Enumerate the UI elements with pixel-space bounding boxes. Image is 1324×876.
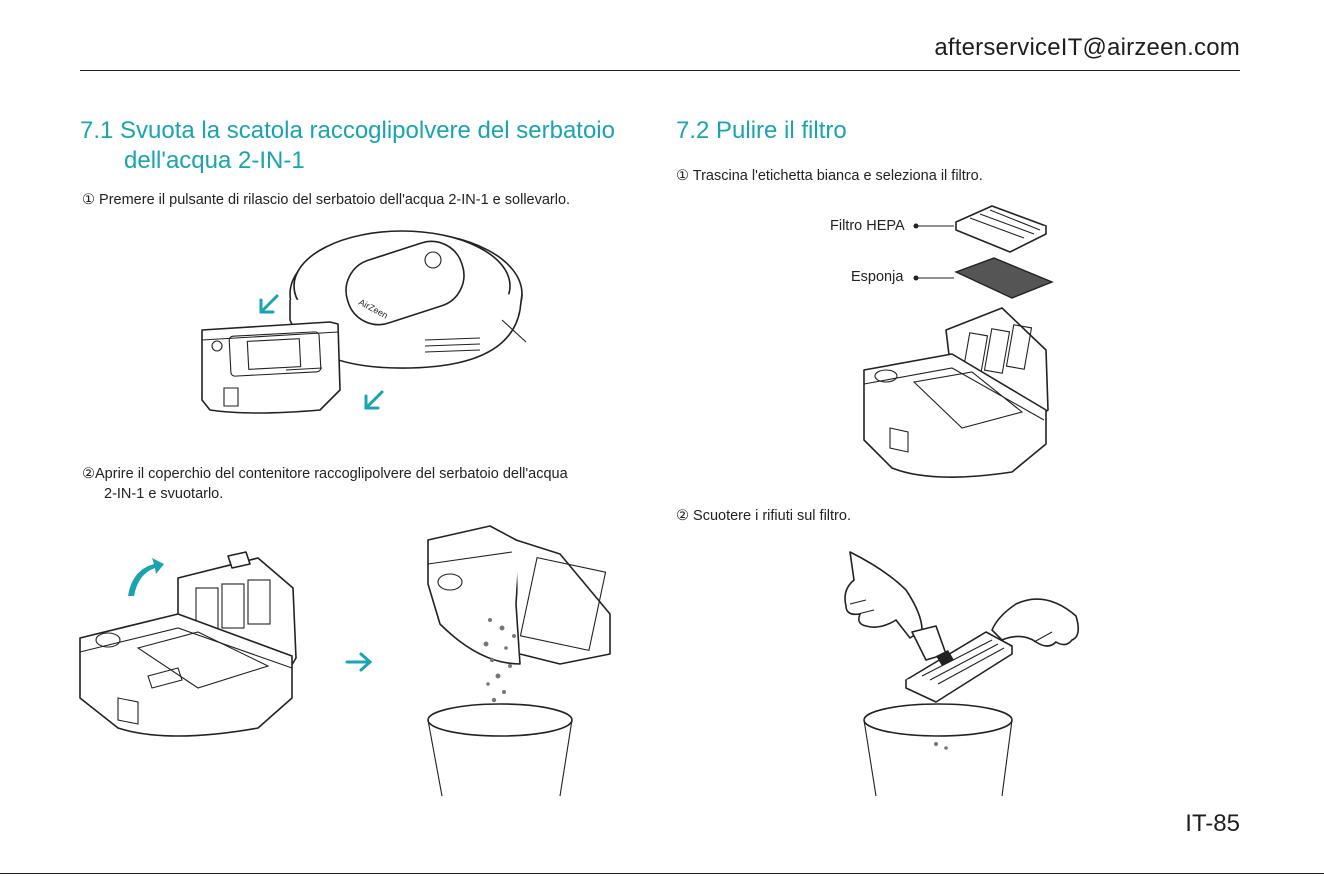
section-72-step2: ② Scuotere i rifiuti sul filtro. xyxy=(676,508,851,524)
open-tank-illustration xyxy=(79,551,297,737)
section-71-step1: ① Premere il pulsante di rilascio del se… xyxy=(82,192,571,208)
arrow-down-left-icon xyxy=(259,294,279,314)
section-71-title-line1: 7.1 Svuota la scatola raccoglipolvere de… xyxy=(80,117,615,144)
curved-arrow-icon xyxy=(128,558,164,596)
dump-dust-illustration xyxy=(427,525,611,797)
section-71-title: 7.1 Svuota la scatola raccoglipolvere de… xyxy=(80,116,615,176)
label-sponge: Esponja xyxy=(851,269,904,285)
section-71-title-line2: dell'acqua 2-IN-1 xyxy=(124,147,305,174)
section-72-title: 7.2 Pulire il filtro xyxy=(676,117,847,144)
header-email: afterserviceIT@airzeen.com xyxy=(934,34,1240,61)
filter-parts-illustration xyxy=(913,205,1054,299)
page-number: IT-85 xyxy=(1185,810,1240,837)
section-71-step2-line2: 2-IN-1 e svuotarlo. xyxy=(104,486,224,502)
arrow-right-icon xyxy=(345,652,373,672)
robot-and-tank-illustration: AirZeen xyxy=(201,230,527,414)
header-rule xyxy=(80,70,1240,71)
label-hepa: Filtro HEPA xyxy=(830,218,905,234)
shake-filter-illustration xyxy=(844,551,1080,797)
section-71-step2-line1: ②Aprire il coperchio del contenitore rac… xyxy=(82,466,568,482)
bottom-rule xyxy=(0,873,1324,874)
section-71-step2: ②Aprire il coperchio del contenitore rac… xyxy=(82,464,568,504)
arrow-down-left-icon xyxy=(364,390,384,410)
open-tank-filter-illustration xyxy=(863,307,1049,478)
section-72-step1: ① Trascina l'etichetta bianca e selezion… xyxy=(676,168,983,184)
